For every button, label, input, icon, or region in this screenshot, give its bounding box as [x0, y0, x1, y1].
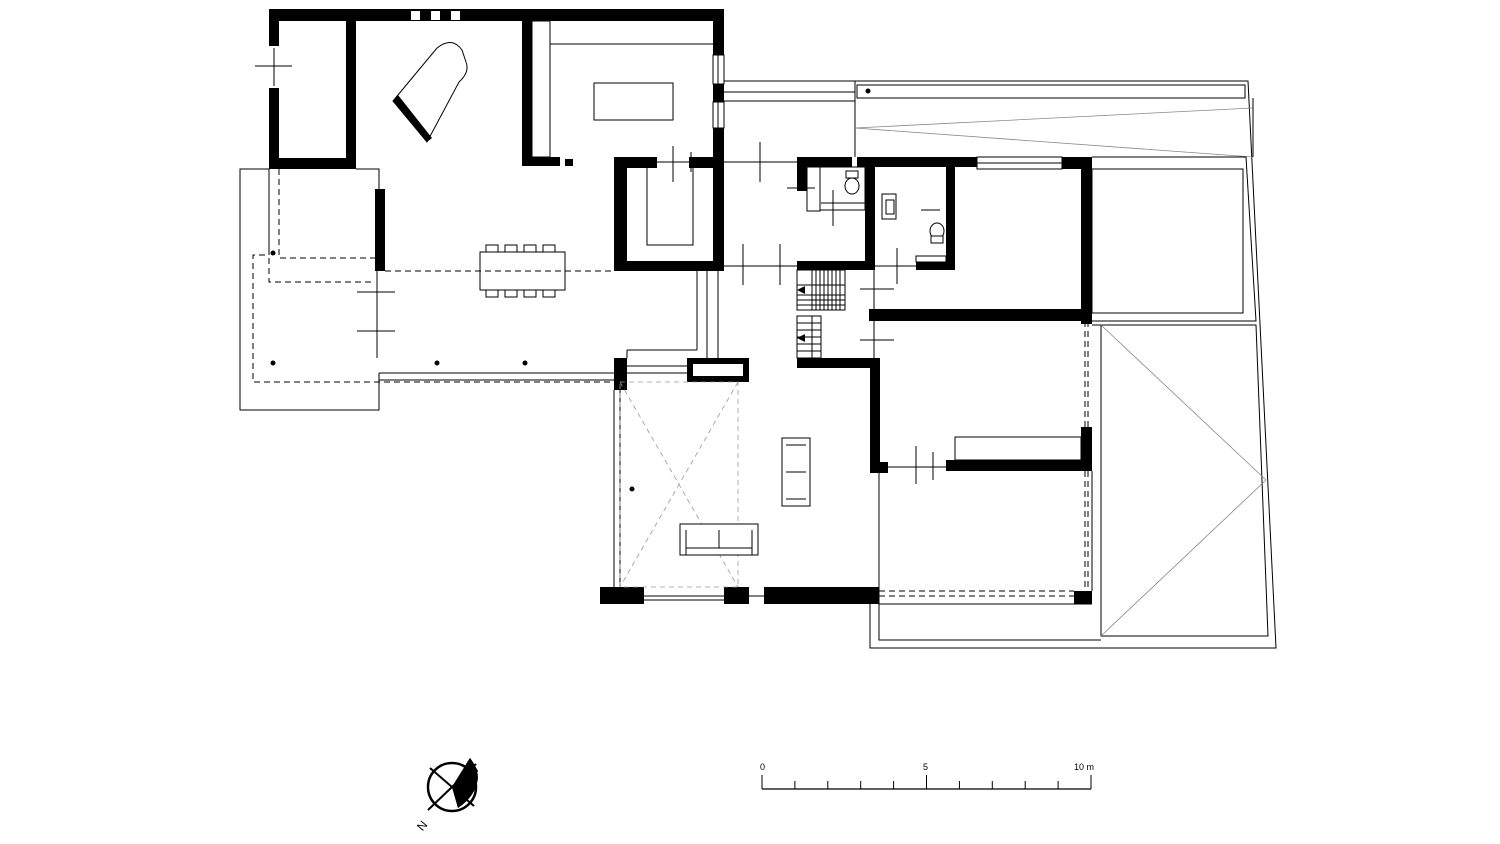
staircase — [796, 269, 846, 359]
east-wing — [854, 80, 1277, 649]
scale-label-10: 10 m — [1074, 762, 1094, 772]
wc-fixtures — [806, 157, 947, 263]
door-symbols — [357, 142, 946, 484]
west-wing-walls — [269, 9, 724, 271]
scale-bar: 0 5 10 m — [760, 762, 1094, 790]
north-label: N — [414, 818, 430, 834]
study-furniture — [531, 20, 713, 158]
grand-piano — [392, 42, 468, 143]
windows-west-wing — [712, 54, 725, 129]
door-west-room — [255, 48, 292, 86]
corridor-lines — [626, 80, 855, 374]
north-arrow-icon: N — [414, 758, 478, 834]
scale-label-0: 0 — [760, 762, 765, 772]
terrace-west — [239, 168, 614, 411]
scale-label-5: 5 — [923, 762, 928, 772]
dining-table — [479, 244, 566, 298]
central-walls — [600, 157, 1092, 604]
fireplace — [646, 168, 694, 246]
living-room — [613, 381, 811, 601]
